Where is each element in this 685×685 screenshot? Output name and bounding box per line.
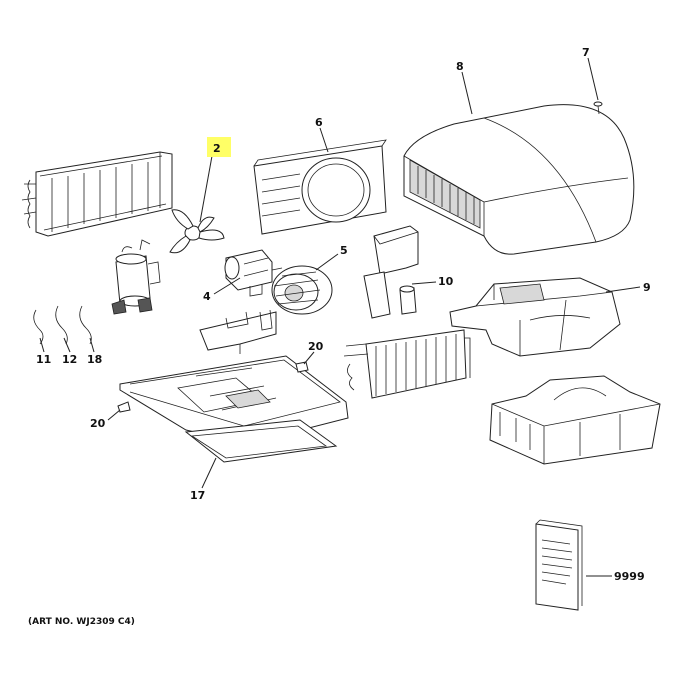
callout-18[interactable]: 18: [87, 353, 102, 366]
shroud-cover: [403, 104, 635, 255]
callout-2[interactable]: 2: [213, 142, 221, 155]
callout-9[interactable]: 9: [643, 281, 651, 294]
blower-wheel: [271, 265, 333, 315]
callout-12[interactable]: 12: [62, 353, 77, 366]
callout-6[interactable]: 6: [315, 116, 323, 129]
screw: [593, 101, 603, 115]
callout-8[interactable]: 8: [456, 60, 464, 73]
callout-5[interactable]: 5: [340, 244, 348, 257]
control-bracket: [199, 309, 277, 354]
callout-4[interactable]: 4: [203, 290, 211, 303]
owners-manual: [535, 519, 583, 611]
callout-20-left[interactable]: 20: [90, 417, 106, 430]
callout-highlight: [207, 137, 231, 157]
callout-10[interactable]: 10: [438, 275, 454, 288]
condenser-coil: [21, 151, 173, 237]
clips: [117, 361, 309, 413]
air-filter: [184, 419, 338, 463]
capacitor-bracket: [363, 225, 419, 319]
air-distribution-box: [449, 277, 621, 357]
callout-labels: 2 4 5 6 7 8 9 10 11 12 18 20 20 17 9999: [36, 46, 651, 583]
wire-harnesses: [33, 305, 92, 345]
callout-20-top[interactable]: 20: [308, 340, 324, 353]
callout-7[interactable]: 7: [582, 46, 590, 59]
compressor: [111, 239, 161, 315]
blower-housing: [253, 139, 387, 235]
callout-11[interactable]: 11: [36, 353, 51, 366]
evaporator-coil: [343, 329, 471, 399]
leader-lines: [39, 57, 641, 577]
callout-17[interactable]: 17: [190, 489, 205, 502]
bottom-housing: [489, 375, 661, 465]
callout-9999[interactable]: 9999: [614, 570, 645, 583]
fan-blade: [169, 209, 225, 254]
art-number: (ART NO. WJ2309 C4): [28, 617, 135, 627]
